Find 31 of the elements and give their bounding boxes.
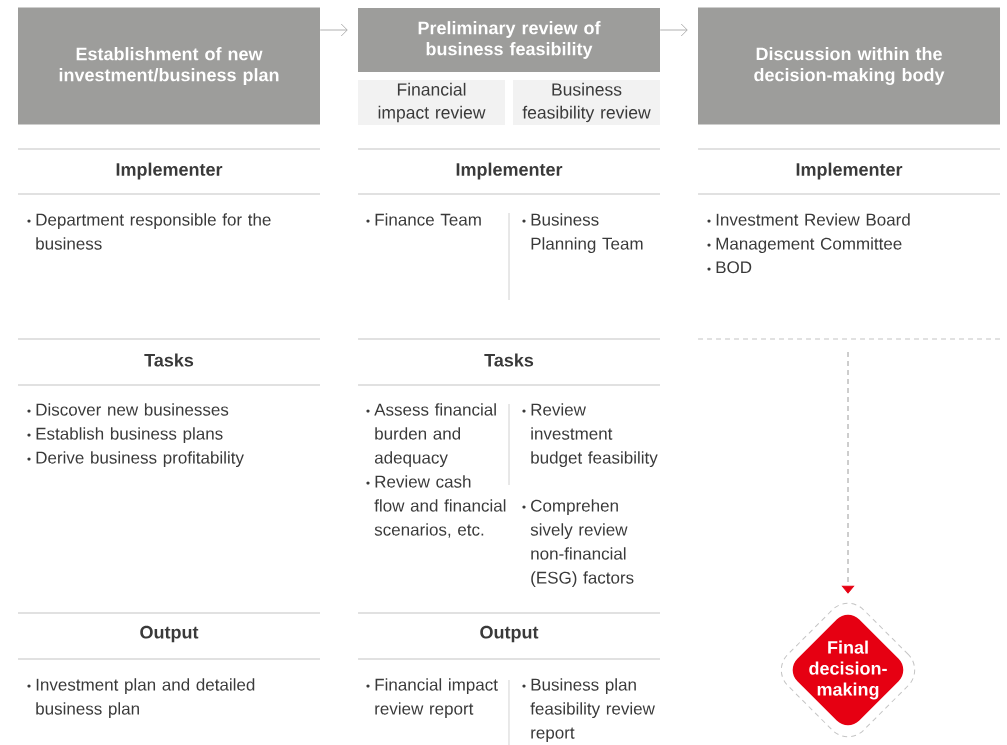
list-item: Establish business plans: [27, 427, 223, 444]
list-item: Financial impact review report: [366, 678, 498, 719]
list-item: Business Planning Team: [522, 213, 643, 254]
list-item: Investment Review Board: [707, 213, 910, 226]
list-item: Derive business profitability: [27, 451, 244, 468]
arrow: [841, 351, 855, 594]
section-heading: Output: [140, 625, 199, 643]
review-box: Business feasibility review: [513, 80, 660, 125]
review-box: Financial impact review: [358, 80, 505, 125]
section-heading: Implementer: [796, 162, 903, 180]
list-item: Comprehen sively review non-financial (ESG) factors: [522, 499, 634, 588]
section-heading: Tasks: [144, 353, 194, 367]
list-item: Department responsible for the business: [27, 213, 271, 250]
section-heading: Implementer: [456, 162, 563, 180]
stage-box: Preliminary review of business feasibility: [358, 8, 660, 72]
list-item: Management Committee: [707, 237, 902, 254]
section-heading: Output: [480, 625, 539, 643]
stage-box: Establishment of new investment/business plan: [18, 7, 320, 125]
list-item: Investment plan and detailed business plan: [27, 678, 255, 719]
arrow: [319, 23, 348, 37]
arrow: [659, 23, 688, 37]
list-item: Discover new businesses: [27, 403, 229, 416]
list-item: Finance Team: [366, 213, 481, 226]
list-item: BOD: [707, 261, 752, 274]
list-item: Review cash flow and financial scenarios, etc.: [366, 475, 506, 538]
stage-box: Discussion within the decision-making body: [698, 7, 1000, 125]
list-item: Business plan feasibility review report: [522, 678, 655, 743]
section-heading: Tasks: [484, 353, 534, 367]
list-item: Review investment budget feasibility: [522, 403, 658, 468]
section-heading: Implementer: [116, 162, 223, 180]
list-item: Assess financial burden and adequacy: [366, 403, 496, 468]
